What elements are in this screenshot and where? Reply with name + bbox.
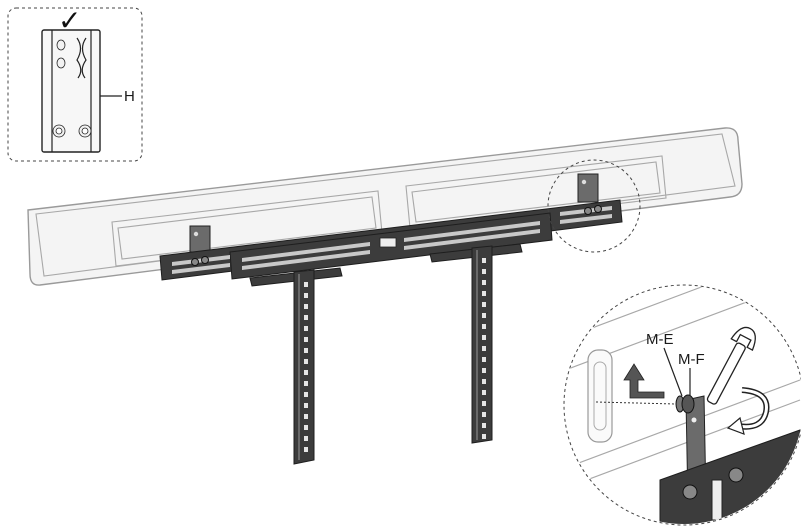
- label-h: H: [124, 88, 135, 105]
- checkmark-icon: ✓: [58, 4, 81, 37]
- stand-hole: [482, 258, 486, 263]
- mounting-rail: [159, 199, 623, 287]
- stand-hole: [304, 293, 308, 298]
- stand-hole: [304, 414, 308, 419]
- stand-hole: [482, 423, 486, 428]
- stand-hole: [304, 370, 308, 375]
- stand-hole: [304, 304, 308, 309]
- stand-hole: [482, 390, 486, 395]
- stand-hole: [482, 368, 486, 373]
- label-m-e: M-E: [646, 331, 674, 348]
- stand-hole: [304, 315, 308, 320]
- detail-callout-circle: [547, 159, 641, 253]
- label-m-f: M-F: [678, 351, 705, 368]
- stand-hole: [304, 282, 308, 287]
- bracket-right-tab: [577, 173, 599, 203]
- stand-hole: [304, 381, 308, 386]
- stand-hole: [304, 403, 308, 408]
- stand-hole: [304, 337, 308, 342]
- stand-hole: [482, 269, 486, 274]
- stand-hole: [304, 326, 308, 331]
- inset-bracket-panel: ✓ H: [7, 4, 143, 162]
- rotate-arrow-icon: [726, 387, 770, 435]
- soundbar: [27, 127, 743, 286]
- stand-right: [471, 245, 493, 444]
- bracket-left-tab: [189, 225, 211, 253]
- stand-hole: [482, 335, 486, 340]
- stand-hole: [482, 379, 486, 384]
- wrench-icon: [706, 326, 756, 405]
- stand-hole: [482, 280, 486, 285]
- stand-hole: [304, 359, 308, 364]
- stand-hole: [304, 436, 308, 441]
- stand-hole: [482, 346, 486, 351]
- stand-hole: [304, 392, 308, 397]
- detail-magnifier: M-E M-F: [563, 284, 801, 526]
- stand-hole: [304, 447, 308, 452]
- stand-hole: [482, 434, 486, 439]
- stand-hole: [482, 324, 486, 329]
- stand-hole: [304, 425, 308, 430]
- stand-hole: [482, 291, 486, 296]
- stand-hole: [304, 348, 308, 353]
- stand-left: [293, 269, 315, 465]
- stand-hole: [482, 412, 486, 417]
- stand-hole: [482, 357, 486, 362]
- stand-hole: [482, 401, 486, 406]
- stand-holes: [304, 258, 486, 452]
- stand-hole: [482, 302, 486, 307]
- up-arrow-icon: [623, 363, 665, 399]
- stand-hole: [482, 313, 486, 318]
